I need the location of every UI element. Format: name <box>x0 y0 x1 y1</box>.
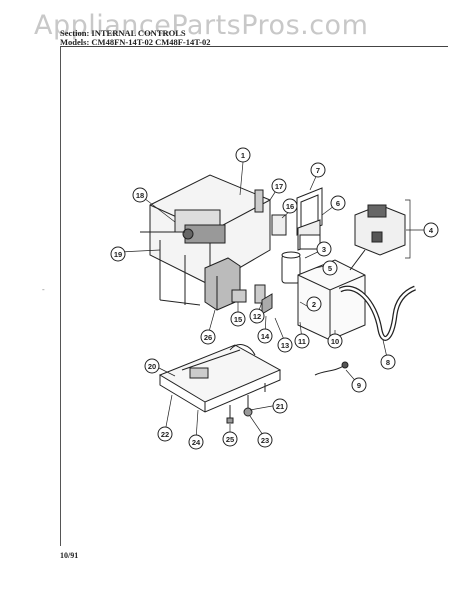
control-chassis-drawing <box>140 174 271 306</box>
callout-21: 21 <box>272 398 288 414</box>
cable-harness-drawing <box>338 285 417 341</box>
thermostat-drawing <box>349 204 406 271</box>
svg-text:24: 24 <box>192 438 201 447</box>
callout-15: 15 <box>230 311 246 327</box>
callout-4: 4 <box>423 222 439 238</box>
callout-14: 14 <box>257 328 273 344</box>
callout-8: 8 <box>380 354 396 370</box>
callout-7: 7 <box>310 162 326 178</box>
fastener-drawing <box>226 383 266 424</box>
revision-date: 10/91 <box>60 551 79 560</box>
svg-text:2: 2 <box>312 300 316 309</box>
svg-text:16: 16 <box>286 202 294 211</box>
callout-25: 25 <box>222 431 238 447</box>
svg-text:1: 1 <box>241 151 245 160</box>
svg-text:14: 14 <box>261 332 270 341</box>
stray-mark: - <box>42 285 45 294</box>
svg-text:26: 26 <box>204 333 212 342</box>
watermark-text: AppliancePartsPros.com <box>34 10 369 41</box>
svg-text:11: 11 <box>298 337 306 346</box>
svg-text:12: 12 <box>253 312 261 321</box>
callout-3: 3 <box>316 241 332 257</box>
frame-top-rule <box>60 46 448 47</box>
models-header: Models: CM48FN-14T-02 CM48F-14T-02 <box>60 37 210 47</box>
callout-24: 24 <box>188 434 204 450</box>
models-label: Models: <box>60 37 90 47</box>
callout-bubbles: 1 2 3 4 5 6 7 8 9 10 11 12 13 14 15 16 1… <box>110 147 439 450</box>
bracket-box-drawing <box>297 259 366 341</box>
sensor-drawing <box>314 361 349 376</box>
capacitor-drawing <box>281 251 301 284</box>
callout-22: 22 <box>157 426 173 442</box>
svg-text:4: 4 <box>429 226 434 235</box>
svg-text:15: 15 <box>234 315 242 324</box>
callout-16: 16 <box>282 198 298 214</box>
svg-text:25: 25 <box>226 435 234 444</box>
callout-13: 13 <box>277 337 293 353</box>
control-board-drawing <box>158 344 282 413</box>
callout-26: 26 <box>200 329 216 345</box>
svg-text:19: 19 <box>114 250 122 259</box>
svg-text:20: 20 <box>148 362 156 371</box>
callout-20: 20 <box>144 358 160 374</box>
callout-23: 23 <box>257 432 273 448</box>
frame-left-rule <box>60 46 61 546</box>
section-label: Section: <box>60 28 90 38</box>
callout-11: 11 <box>294 333 310 349</box>
callout-2: 2 <box>306 296 322 312</box>
section-header: Section: INTERNAL CONTROLS <box>60 28 186 38</box>
svg-text:13: 13 <box>281 341 289 350</box>
callout-12: 12 <box>249 308 265 324</box>
svg-text:18: 18 <box>136 191 144 200</box>
callout-6: 6 <box>330 195 346 211</box>
section-value: INTERNAL CONTROLS <box>91 28 186 38</box>
callout-9: 9 <box>351 377 367 393</box>
callout-10: 10 <box>327 333 343 349</box>
svg-text:17: 17 <box>275 182 283 191</box>
svg-text:23: 23 <box>261 436 269 445</box>
svg-text:10: 10 <box>331 337 339 346</box>
svg-text:5: 5 <box>328 264 332 273</box>
svg-text:6: 6 <box>336 199 340 208</box>
svg-text:9: 9 <box>357 381 361 390</box>
svg-text:22: 22 <box>161 430 169 439</box>
svg-text:8: 8 <box>386 358 390 367</box>
callout-19: 19 <box>110 246 126 262</box>
svg-text:21: 21 <box>276 402 284 411</box>
callout-17: 17 <box>271 178 287 194</box>
svg-text:7: 7 <box>316 166 320 175</box>
callout-5: 5 <box>322 260 338 276</box>
models-value: CM48FN-14T-02 CM48F-14T-02 <box>91 37 211 47</box>
gasket-drawing <box>296 187 323 251</box>
svg-text:3: 3 <box>322 245 326 254</box>
callout-1: 1 <box>235 147 251 163</box>
callout-18: 18 <box>132 187 148 203</box>
